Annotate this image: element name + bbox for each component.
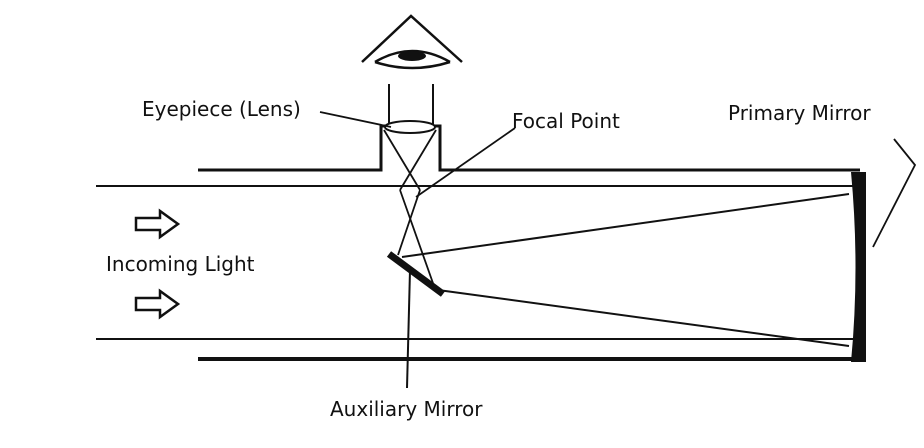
eye-rays [388, 84, 434, 124]
auxiliary-mirror-leader [406, 269, 411, 389]
eye-icon [361, 14, 463, 70]
eyepiece-label: Eyepiece (Lens) [142, 97, 301, 121]
focus-rays [383, 129, 437, 287]
primary-mirror-label: Primary Mirror [728, 101, 871, 125]
focal-point-leader [415, 127, 516, 198]
telescope-tube [198, 124, 860, 361]
incoming-light-label: Incoming Light [106, 252, 255, 276]
arrow-right-icon [134, 208, 181, 240]
primary-mirror-leader [872, 138, 917, 248]
eyepiece-leader [319, 111, 392, 128]
arrow-right-icon [134, 288, 181, 320]
focal-point-label: Focal Point [512, 109, 620, 133]
incoming-rays [96, 185, 857, 340]
reflected-rays [401, 193, 850, 347]
auxiliary-mirror-label: Auxiliary Mirror [330, 397, 483, 421]
primary-mirror [851, 172, 866, 362]
eyepiece-lens [384, 120, 436, 134]
auxiliary-mirror [386, 251, 446, 297]
